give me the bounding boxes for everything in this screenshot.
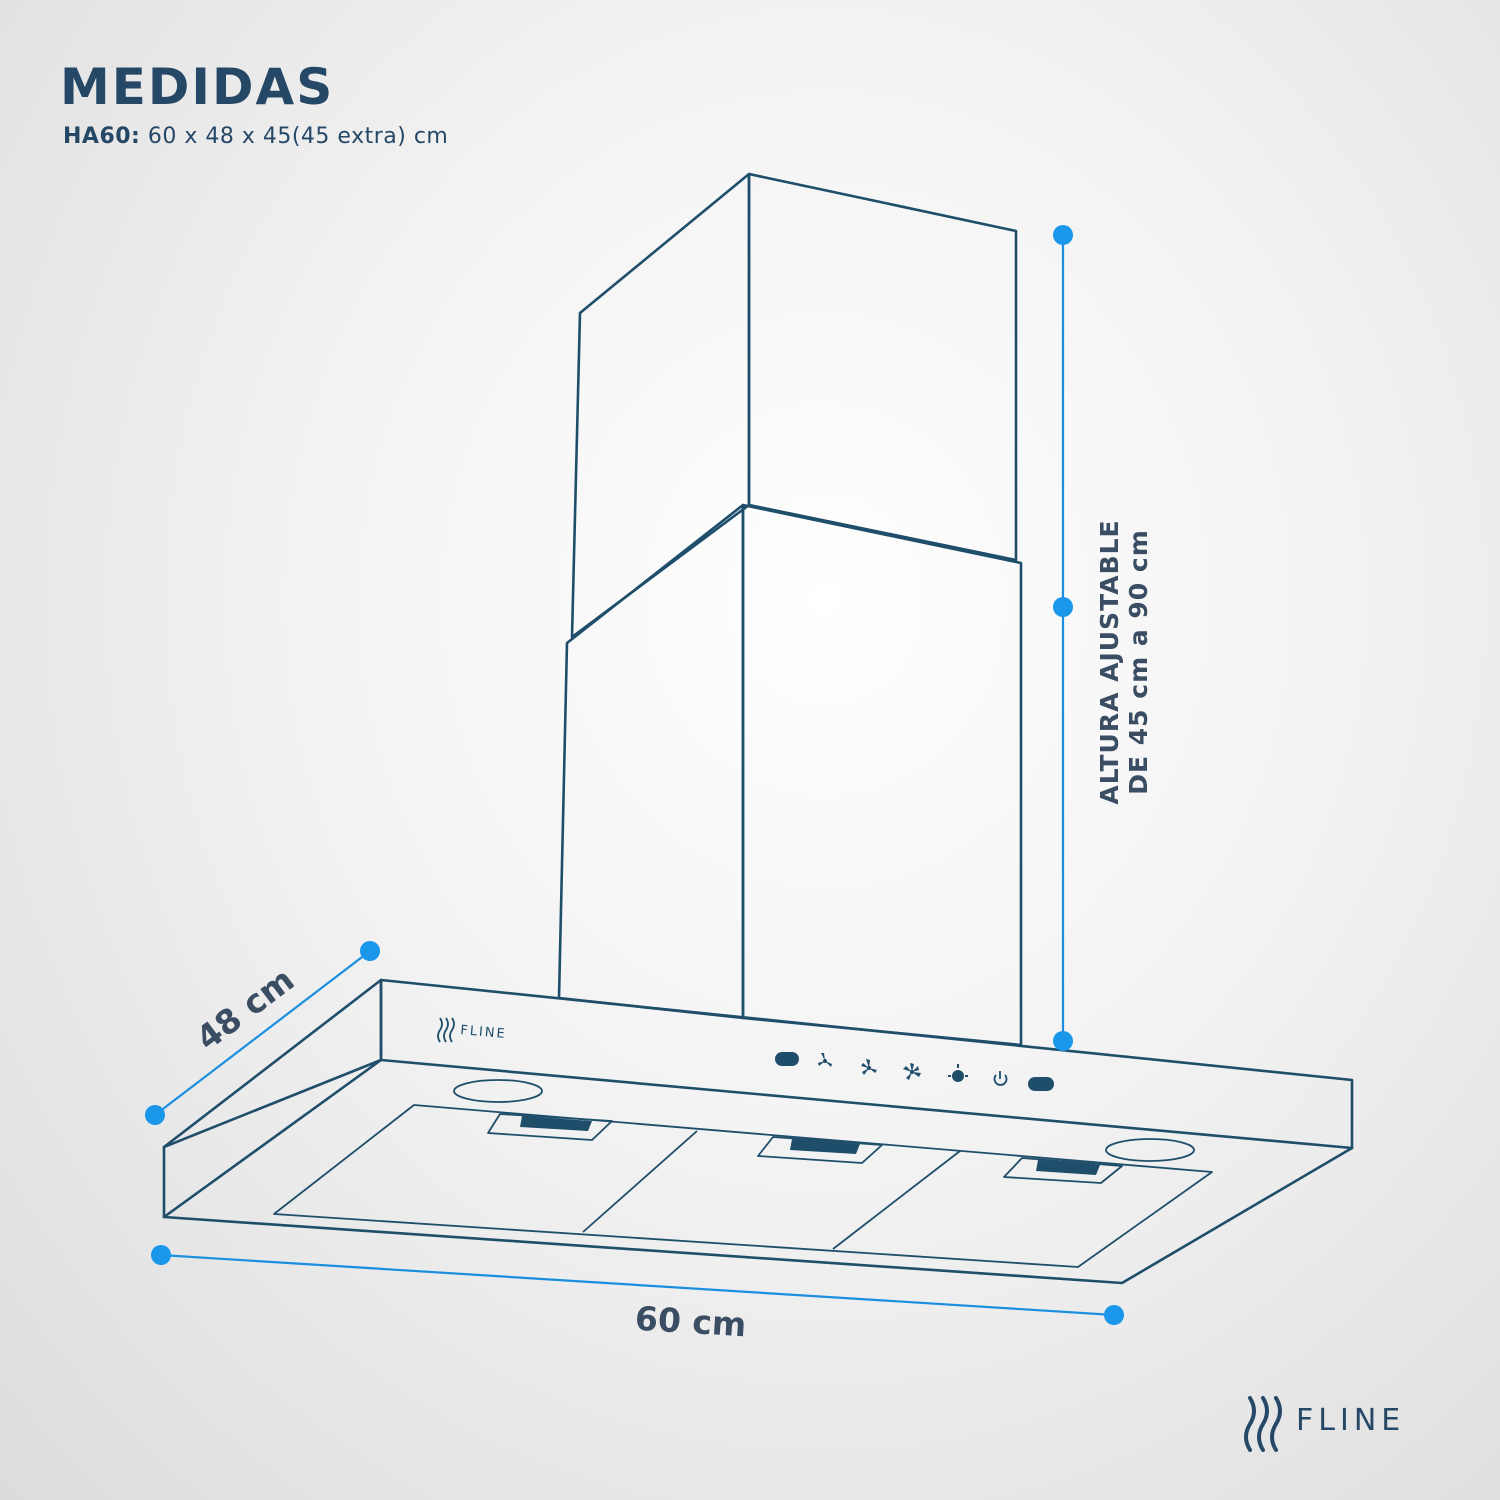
upper-chimney bbox=[570, 172, 1018, 639]
width-end-marker bbox=[1104, 1305, 1124, 1325]
page-title: MEDIDAS bbox=[60, 58, 335, 116]
width-label: 60 cm bbox=[634, 1299, 748, 1345]
fan-speed-1-icon bbox=[818, 1053, 832, 1067]
light-left bbox=[453, 1079, 543, 1103]
power-icon bbox=[993, 1071, 1008, 1086]
width-dimension: 60 cm bbox=[151, 1245, 1124, 1344]
height-label-line1: ALTURA AJUSTABLE bbox=[1095, 519, 1124, 804]
brand-logo-icon bbox=[1244, 1396, 1282, 1452]
depth-start-marker bbox=[145, 1105, 165, 1125]
fan-speed-3-icon bbox=[903, 1063, 921, 1080]
pill-indicator-icon bbox=[1028, 1077, 1054, 1091]
width-start-marker bbox=[151, 1245, 171, 1265]
model-subtitle: HA60: 60 x 48 x 45(45 extra) cm bbox=[63, 124, 448, 149]
model-dimensions: 60 x 48 x 45(45 extra) cm bbox=[147, 124, 449, 149]
height-top-marker bbox=[1053, 225, 1073, 245]
depth-label: 48 cm bbox=[189, 960, 301, 1058]
height-label-line2: DE 45 cm a 90 cm bbox=[1124, 529, 1153, 795]
depth-end-marker bbox=[360, 941, 380, 961]
model-code: HA60: bbox=[63, 124, 141, 149]
control-panel bbox=[775, 1052, 1054, 1091]
filter-panels bbox=[273, 1079, 1213, 1268]
hood-brand-text: FLINE bbox=[460, 1023, 508, 1042]
fan-speed-2-icon bbox=[861, 1059, 877, 1075]
height-mid-marker bbox=[1053, 597, 1073, 617]
brand-logo: FLINE bbox=[1244, 1396, 1405, 1452]
lower-chimney bbox=[557, 503, 1023, 1047]
light-right bbox=[1105, 1138, 1195, 1162]
height-bottom-marker bbox=[1053, 1031, 1073, 1051]
hood-logo: FLINE bbox=[437, 1017, 508, 1043]
hood-body bbox=[162, 978, 1354, 1285]
pill-indicator-icon bbox=[775, 1052, 799, 1066]
depth-dimension: 48 cm bbox=[145, 941, 380, 1125]
brand-logo-text: FLINE bbox=[1296, 1403, 1405, 1438]
light-icon bbox=[948, 1064, 968, 1082]
height-dimension: ALTURA AJUSTABLE DE 45 cm a 90 cm bbox=[1053, 225, 1153, 1051]
